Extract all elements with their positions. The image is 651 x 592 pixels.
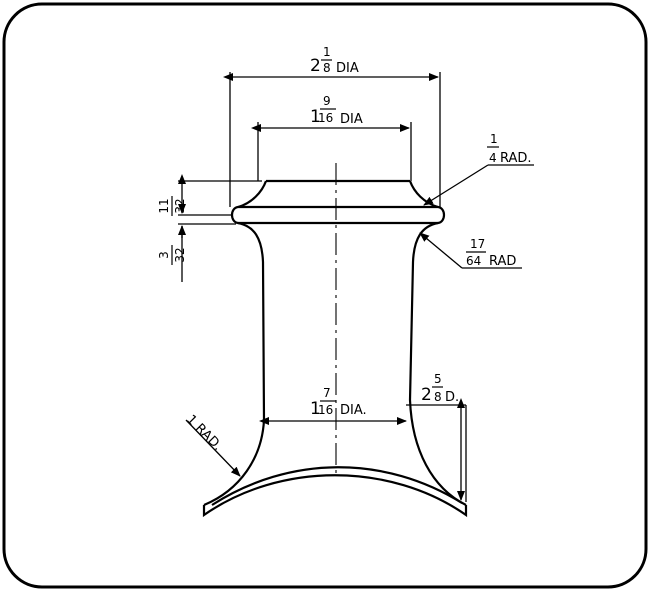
dim-radius-17-64: 17 64 RAD	[466, 237, 516, 269]
svg-text:7: 7	[323, 386, 331, 400]
dim-stem-diameter: 1 7 16 DIA.	[310, 386, 367, 419]
svg-text:1: 1	[310, 399, 321, 419]
dim-rim-thickness: 3 32	[157, 245, 187, 265]
whole: 2	[310, 56, 321, 76]
svg-text:1: 1	[323, 45, 331, 59]
svg-text:1: 1	[310, 107, 321, 127]
dim-neck-diameter: 1 9 16 DIA	[310, 94, 363, 127]
svg-text:11: 11	[157, 198, 171, 213]
svg-text:17: 17	[470, 237, 485, 251]
svg-text:DIA.: DIA.	[340, 403, 367, 418]
dim-lip-height: 11 32	[157, 196, 187, 216]
svg-text:8: 8	[323, 61, 331, 75]
svg-text:RAD: RAD	[489, 254, 516, 269]
svg-text:16: 16	[318, 111, 333, 125]
svg-text:D.: D.	[445, 390, 459, 405]
dimension-lines	[178, 72, 534, 502]
svg-text:5: 5	[434, 372, 442, 386]
svg-text:32: 32	[173, 198, 187, 213]
dim-top-diameter: 2 1 8 DIA	[310, 45, 359, 76]
svg-text:16: 16	[318, 403, 333, 417]
svg-text:1: 1	[490, 132, 498, 146]
svg-text:4: 4	[489, 151, 497, 165]
svg-text:64: 64	[466, 254, 481, 268]
dim-base-depth: 2 5 8 D.	[421, 372, 459, 405]
svg-text:3: 3	[157, 251, 171, 259]
svg-text:DIA: DIA	[340, 112, 363, 127]
svg-text:8: 8	[434, 390, 442, 404]
dim-quarter-radius: 1 4 RAD.	[487, 132, 532, 166]
svg-text:RAD.: RAD.	[500, 151, 532, 166]
svg-text:32: 32	[173, 247, 187, 262]
part-outline	[202, 179, 468, 518]
svg-text:DIA: DIA	[336, 61, 359, 76]
svg-text:9: 9	[323, 94, 331, 108]
svg-text:2: 2	[421, 385, 432, 405]
